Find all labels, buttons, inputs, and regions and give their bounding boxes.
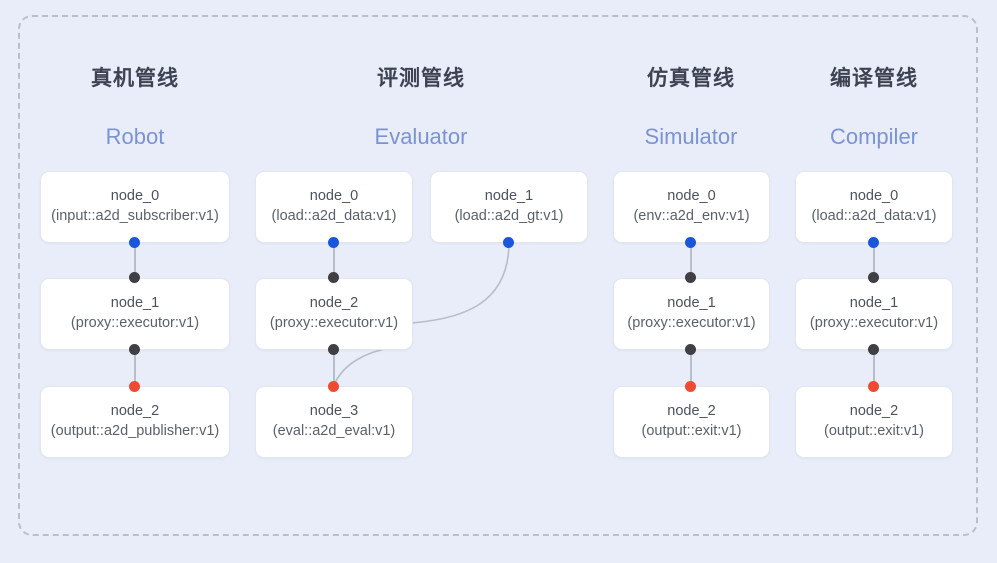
node-simulator-0-name: node_0 (667, 188, 716, 205)
port-dot-robot-2-input[interactable] (129, 381, 140, 392)
node-simulator-2-name: node_2 (667, 403, 716, 420)
node-robot-1-kind: (proxy::executor:v1) (70, 315, 200, 331)
port-dot-evaluator-3-input[interactable] (328, 381, 339, 392)
node-robot-2[interactable]: node_2 (output::a2d_publisher:v1) (40, 386, 230, 458)
edge-compiler-0-to-1 (873, 242, 875, 278)
column-subtitle-robot: Robot (105, 124, 165, 149)
edge-evaluator-0-to-2 (333, 242, 335, 278)
port-dot-evaluator-2-output[interactable] (328, 344, 339, 355)
port-dot-evaluator-0-output[interactable] (328, 237, 339, 248)
port-dot-robot-0-output[interactable] (129, 237, 140, 248)
port-dot-evaluator-2-input[interactable] (328, 272, 339, 283)
node-evaluator-2-name: node_2 (309, 295, 359, 312)
port-dot-compiler-2-input[interactable] (868, 381, 879, 392)
port-dot-compiler-1-input[interactable] (868, 272, 879, 283)
column-subtitle-evaluator: Evaluator (374, 124, 468, 149)
node-evaluator-2[interactable]: node_2 (proxy::executor:v1) (255, 278, 413, 350)
column-title-simulator: 仿真管线 (647, 67, 735, 90)
diagram-outer-dashed-frame (18, 15, 978, 536)
port-dot-simulator-2-input[interactable] (685, 381, 696, 392)
node-compiler-0-name: node_0 (849, 188, 899, 205)
node-simulator-2[interactable]: node_2 (output::exit:v1) (613, 386, 770, 458)
port-dot-simulator-1-input[interactable] (685, 272, 696, 283)
edge-robot-1-to-2 (134, 348, 136, 386)
node-robot-1-name: node_1 (110, 295, 160, 312)
node-robot-2-kind: (output::a2d_publisher:v1) (50, 423, 220, 439)
node-compiler-1[interactable]: node_1 (proxy::executor:v1) (795, 278, 953, 350)
edge-simulator-0-to-1 (690, 242, 692, 278)
port-dot-robot-1-output[interactable] (129, 344, 140, 355)
node-simulator-0[interactable]: node_0 (env::a2d_env:v1) (613, 171, 770, 243)
node-evaluator-0[interactable]: node_0 (load::a2d_data:v1) (255, 171, 413, 243)
node-robot-0-name: node_0 (110, 188, 160, 205)
node-robot-0[interactable]: node_0 (input::a2d_subscriber:v1) (40, 171, 230, 243)
node-evaluator-1-name: node_1 (484, 188, 534, 205)
column-title-robot: 真机管线 (91, 67, 179, 90)
node-simulator-2-kind: (output::exit:v1) (641, 423, 742, 439)
node-simulator-1[interactable]: node_1 (proxy::executor:v1) (613, 278, 770, 350)
column-subtitle-compiler: Compiler (829, 124, 919, 149)
edge-evaluator-2-to-3 (333, 348, 335, 386)
node-compiler-1-name: node_1 (849, 295, 899, 312)
node-evaluator-2-kind: (proxy::executor:v1) (269, 315, 399, 331)
node-evaluator-0-name: node_0 (309, 188, 359, 205)
node-evaluator-3-kind: (eval::a2d_eval:v1) (272, 423, 396, 439)
node-compiler-2-name: node_2 (849, 403, 899, 420)
column-title-compiler: 编译管线 (830, 67, 918, 90)
node-simulator-0-kind: (env::a2d_env:v1) (633, 208, 750, 224)
node-compiler-2-kind: (output::exit:v1) (824, 423, 924, 439)
port-dot-compiler-0-output[interactable] (868, 237, 879, 248)
node-evaluator-3-name: node_3 (309, 403, 359, 420)
node-evaluator-1[interactable]: node_1 (load::a2d_gt:v1) (430, 171, 588, 243)
node-evaluator-0-kind: (load::a2d_data:v1) (271, 208, 397, 224)
node-evaluator-1-kind: (load::a2d_gt:v1) (454, 208, 564, 224)
edge-simulator-1-to-2 (690, 348, 692, 386)
node-simulator-1-name: node_1 (667, 295, 716, 312)
port-dot-compiler-1-output[interactable] (868, 344, 879, 355)
edge-robot-0-to-1 (134, 242, 136, 278)
port-dot-simulator-0-output[interactable] (685, 237, 696, 248)
node-robot-2-name: node_2 (110, 403, 160, 420)
node-robot-0-kind: (input::a2d_subscriber:v1) (51, 208, 219, 224)
node-compiler-0-kind: (load::a2d_data:v1) (811, 208, 937, 224)
node-compiler-2[interactable]: node_2 (output::exit:v1) (795, 386, 953, 458)
column-title-evaluator: 评测管线 (377, 67, 465, 90)
port-dot-evaluator-1-output[interactable] (503, 237, 514, 248)
port-dot-simulator-1-output[interactable] (685, 344, 696, 355)
column-subtitle-simulator: Simulator (644, 124, 738, 149)
node-evaluator-3[interactable]: node_3 (eval::a2d_eval:v1) (255, 386, 413, 458)
node-robot-1[interactable]: node_1 (proxy::executor:v1) (40, 278, 230, 350)
node-compiler-1-kind: (proxy::executor:v1) (809, 315, 939, 331)
node-simulator-1-kind: (proxy::executor:v1) (627, 315, 756, 331)
edge-compiler-1-to-2 (873, 348, 875, 386)
node-compiler-0[interactable]: node_0 (load::a2d_data:v1) (795, 171, 953, 243)
port-dot-robot-1-input[interactable] (129, 272, 140, 283)
